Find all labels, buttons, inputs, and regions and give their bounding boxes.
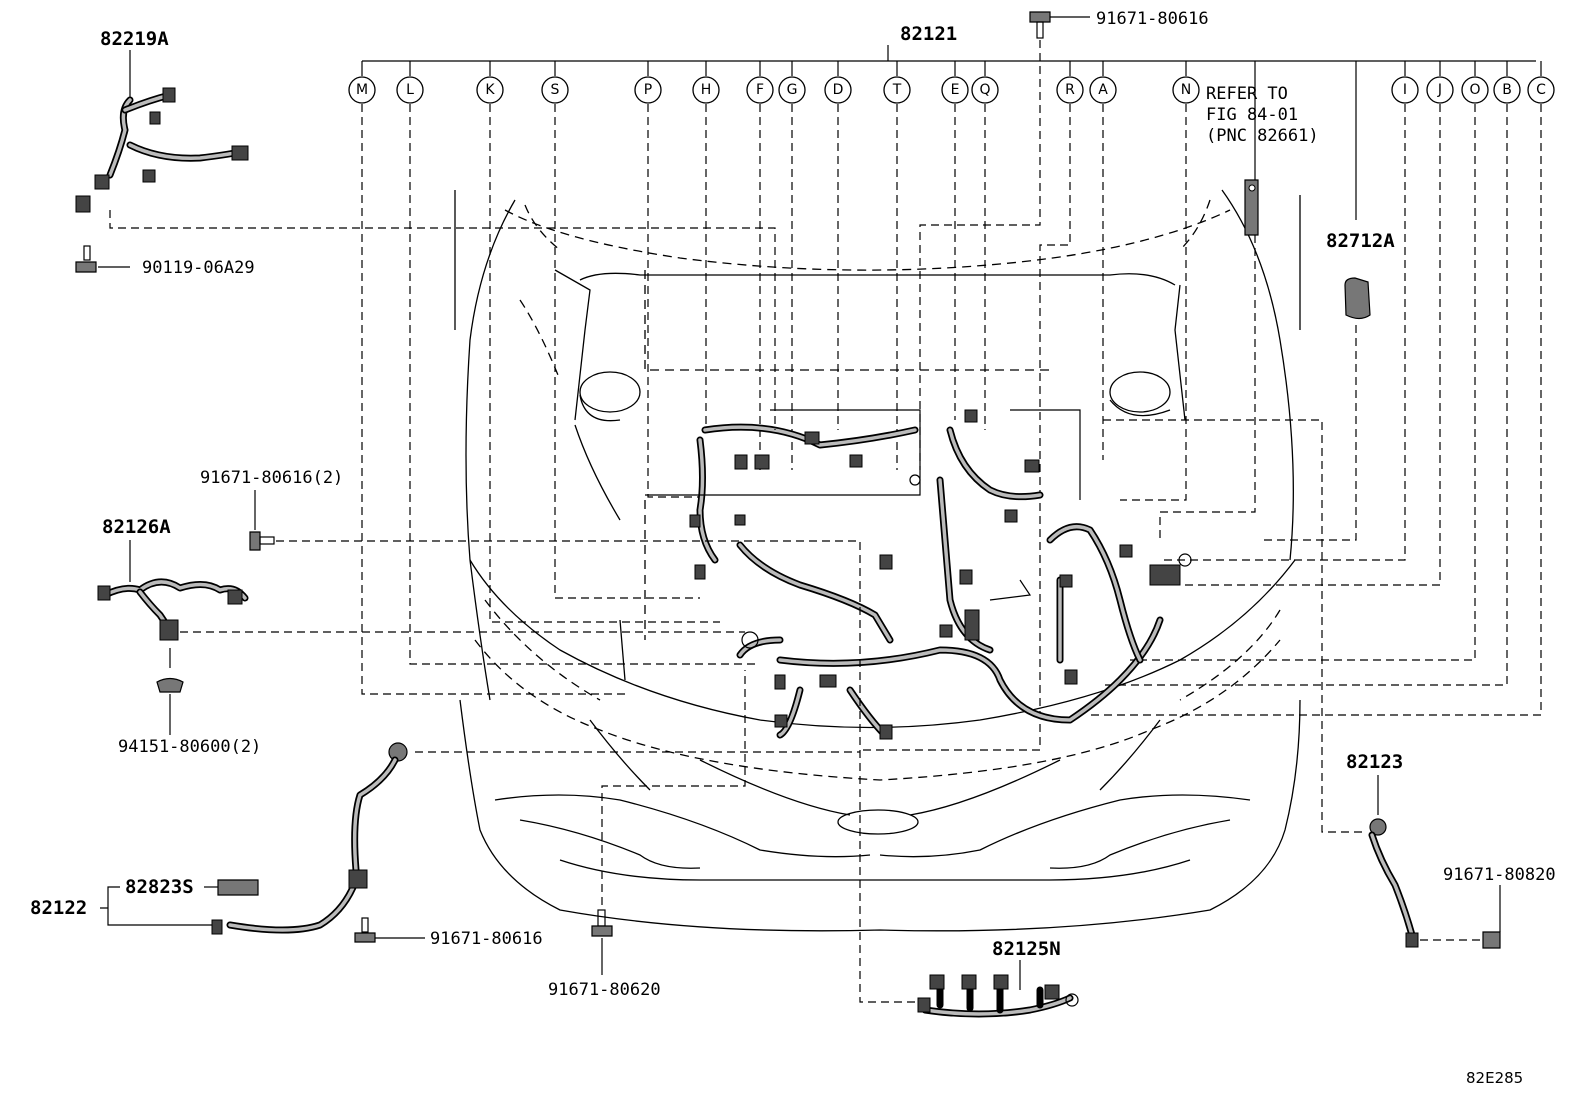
branch-letter-H: H	[701, 82, 712, 98]
branch-letter-C: C	[1536, 82, 1546, 98]
part-82122-cable	[100, 742, 860, 943]
branch-letter-D: D	[833, 82, 844, 98]
main-leader-bar	[361, 45, 1542, 76]
branch-letter-Q: Q	[979, 82, 990, 98]
label-91671-80616-top: 91671-80616	[1096, 9, 1209, 29]
branch-circle-Q	[971, 76, 999, 104]
branch-circle-N	[1172, 76, 1200, 104]
branch-letter-T: T	[892, 82, 902, 98]
label-82712A: 82712A	[1326, 230, 1395, 252]
label-82823S: 82823S	[125, 876, 194, 898]
branch-letter-A: A	[1098, 82, 1108, 98]
branch-circle-L	[396, 76, 424, 104]
branch-letter-P: P	[644, 82, 652, 98]
label-91671-80616-mid: 91671-80616	[430, 929, 543, 949]
part-82126A-harness	[97, 540, 745, 735]
label-91671-80620: 91671-80620	[548, 980, 661, 1000]
diagram-code: 82E285	[1466, 1069, 1523, 1087]
branch-letter-E: E	[951, 82, 960, 98]
branch-letter-L: L	[406, 82, 414, 98]
branch-letter-R: R	[1065, 82, 1075, 98]
branch-letter-B: B	[1502, 82, 1512, 98]
refer-line-3: (PNC 82661)	[1206, 126, 1319, 146]
part-82219A-harness	[75, 50, 776, 430]
branch-circle-G	[778, 76, 806, 104]
refer-line-2: FIG 84-01	[1206, 105, 1298, 125]
branch-circle-C	[1527, 76, 1555, 104]
branch-circle-I	[1391, 76, 1419, 104]
label-82121: 82121	[900, 23, 957, 45]
part-91671-80616x2-bolt	[249, 490, 915, 1003]
branch-letter-K: K	[485, 82, 495, 98]
branch-circle-K	[476, 76, 504, 104]
branch-letter-G: G	[787, 82, 798, 98]
branch-circle-D	[824, 76, 852, 104]
label-82219A: 82219A	[100, 28, 169, 50]
part-82125N-injector-harness	[917, 960, 1079, 1018]
branch-dashed-leaders	[361, 104, 1542, 751]
refer-note	[1159, 61, 1259, 540]
branch-circle-M	[348, 76, 376, 104]
label-82122: 82122	[30, 897, 87, 919]
branch-circle-T	[883, 76, 911, 104]
label-82126A: 82126A	[102, 516, 171, 538]
branch-letter-F: F	[756, 82, 764, 98]
label-91671-80820: 91671-80820	[1443, 865, 1556, 885]
branch-circle-B	[1493, 76, 1521, 104]
branch-circle-A	[1089, 76, 1117, 104]
part-82712A-sensor	[1260, 61, 1371, 541]
label-90119-06A29: 90119-06A29	[142, 258, 255, 278]
branch-letter-J: J	[1437, 82, 1442, 98]
branch-letter-O: O	[1469, 82, 1480, 98]
branch-circle-S	[541, 76, 569, 104]
part-91671-80616-top-bolt	[919, 11, 1090, 470]
label-94151-80600x2: 94151-80600(2)	[118, 737, 261, 757]
branch-circle-H	[692, 76, 720, 104]
branch-letter-S: S	[551, 82, 560, 98]
branch-circle-P	[634, 76, 662, 104]
branch-circle-O	[1461, 76, 1489, 104]
main-engine-harness	[645, 409, 1192, 740]
label-82125N: 82125N	[992, 938, 1061, 960]
refer-line-1: REFER TO	[1206, 84, 1288, 104]
branch-circle-E	[941, 76, 969, 104]
branch-letter-I: I	[1403, 82, 1407, 98]
branch-circle-J	[1426, 76, 1454, 104]
part-91671-80620-bolt	[591, 670, 746, 975]
label-82123: 82123	[1346, 751, 1403, 773]
label-91671-80616x2: 91671-80616(2)	[200, 468, 343, 488]
part-82123-ground-cable	[1100, 419, 1501, 949]
branch-circle-R	[1056, 76, 1084, 104]
branch-circle-F	[746, 76, 774, 104]
vehicle-body-outline	[454, 189, 1301, 932]
branch-letter-M: M	[356, 82, 368, 98]
branch-letter-N: N	[1181, 82, 1191, 98]
